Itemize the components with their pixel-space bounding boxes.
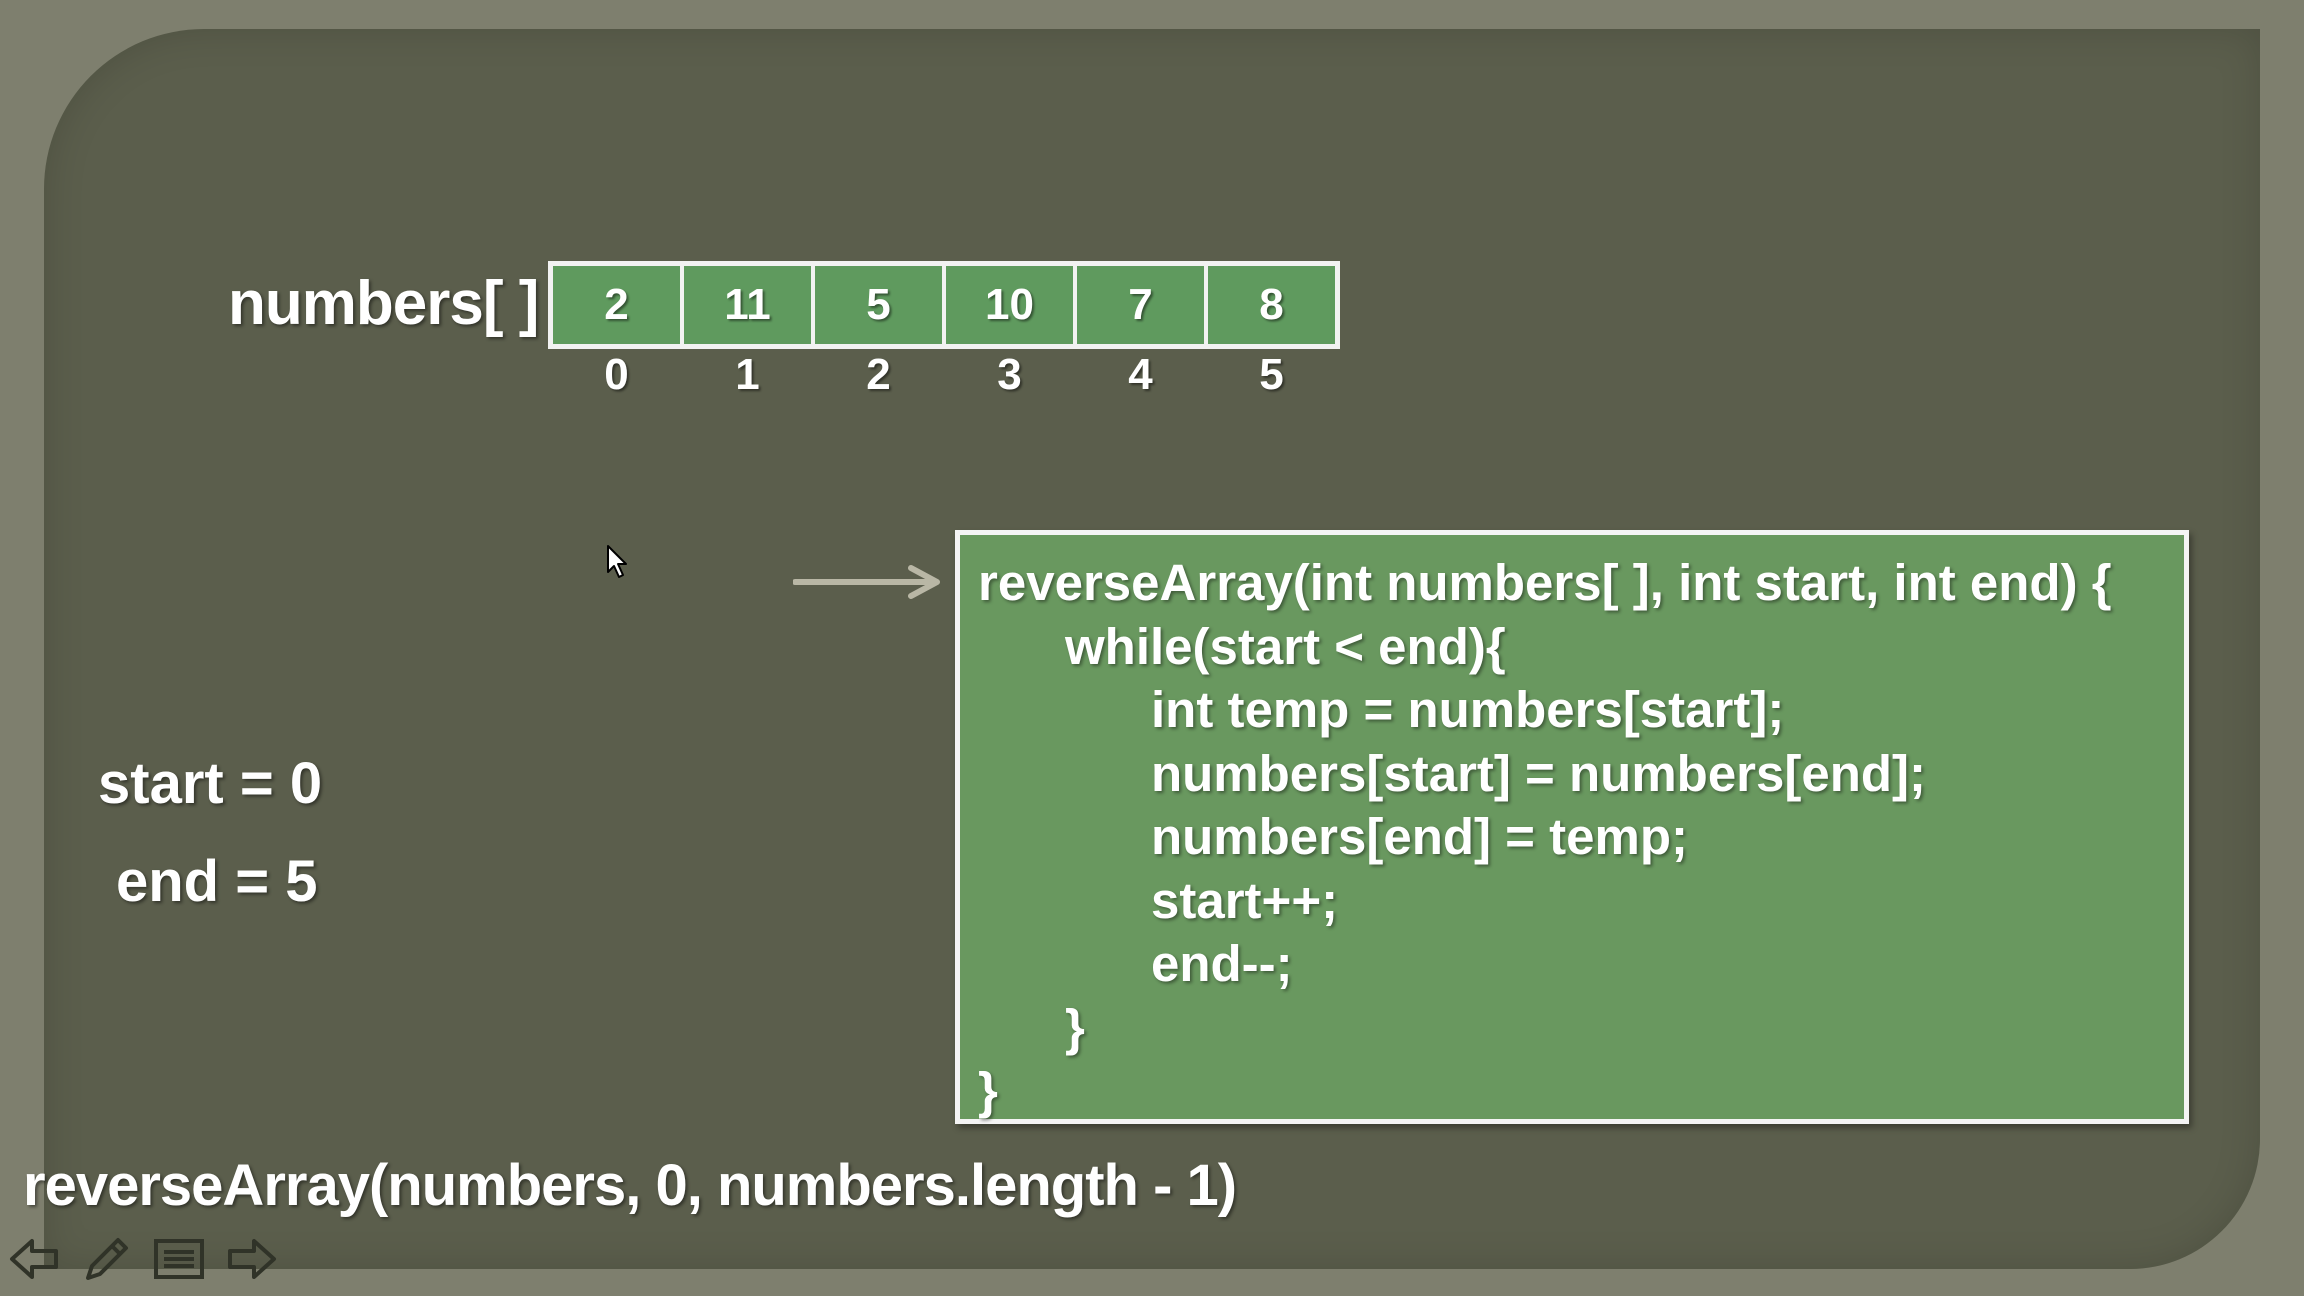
code-line: int temp = numbers[start]; bbox=[1151, 681, 1785, 738]
menu-icon bbox=[154, 1239, 204, 1279]
array-cell: 7 bbox=[1077, 266, 1204, 344]
array-indices: 0 1 2 3 4 5 bbox=[553, 350, 1335, 400]
function-call: reverseArray(numbers, 0, numbers.length … bbox=[23, 1153, 1237, 1218]
array-cell: 10 bbox=[946, 266, 1073, 344]
code-line: reverseArray(int numbers[ ], int start, … bbox=[978, 554, 2112, 611]
code-line: } bbox=[978, 1062, 998, 1119]
array-index: 3 bbox=[997, 350, 1022, 399]
array-index: 2 bbox=[866, 350, 891, 399]
code-line: } bbox=[1065, 999, 1085, 1056]
pencil-icon bbox=[86, 1238, 128, 1280]
previous-slide-button[interactable] bbox=[8, 1232, 62, 1286]
start-variable: start = 0 bbox=[98, 751, 323, 816]
pointer-arrow-icon bbox=[793, 565, 940, 599]
array-index: 0 bbox=[604, 350, 629, 399]
code-line: start++; bbox=[1151, 872, 1339, 929]
slide-menu-button[interactable] bbox=[152, 1232, 206, 1286]
array-index: 1 bbox=[735, 350, 760, 399]
arrow-right-icon bbox=[228, 1239, 276, 1279]
code-line: numbers[start] = numbers[end]; bbox=[1151, 745, 1927, 802]
code-line: numbers[end] = temp; bbox=[1151, 808, 1688, 865]
array-label: numbers[ ] bbox=[228, 269, 539, 338]
array-index: 4 bbox=[1128, 350, 1153, 399]
code-line: while(start < end){ bbox=[1065, 618, 1506, 675]
slide-toolbar bbox=[8, 1232, 278, 1286]
code-line: end--; bbox=[1151, 935, 1293, 992]
array-cell: 5 bbox=[815, 266, 942, 344]
code-block: reverseArray(int numbers[ ], int start, … bbox=[955, 530, 2189, 1124]
end-variable: end = 5 bbox=[116, 849, 318, 914]
pen-tool-button[interactable] bbox=[80, 1232, 134, 1286]
array-cells: 2 11 5 10 7 8 bbox=[548, 261, 1340, 349]
array-cell: 2 bbox=[553, 266, 680, 344]
array-cell: 8 bbox=[1208, 266, 1335, 344]
next-slide-button[interactable] bbox=[224, 1232, 278, 1286]
mouse-pointer-icon bbox=[607, 545, 627, 578]
arrow-left-icon bbox=[10, 1239, 58, 1279]
array-cell: 11 bbox=[684, 266, 811, 344]
array-index: 5 bbox=[1259, 350, 1284, 399]
